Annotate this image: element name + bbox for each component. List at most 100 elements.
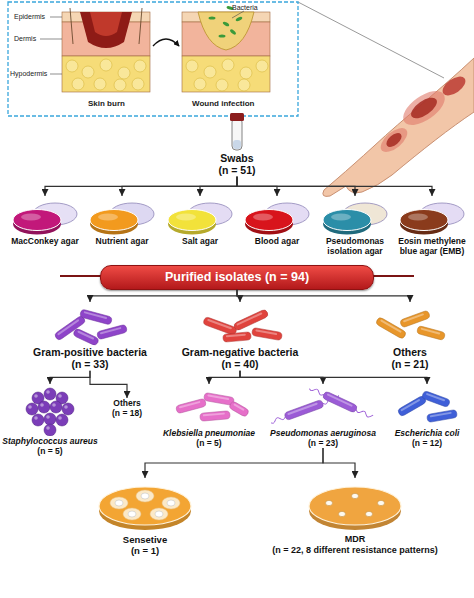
- node-art: [207, 112, 267, 152]
- coccus: [38, 401, 50, 413]
- antibiotic-disk: [352, 493, 359, 498]
- node-count: (n = 23): [264, 438, 382, 448]
- culture-plate: Nutrient agar: [85, 196, 159, 246]
- node-count: (n = 5): [2, 446, 98, 456]
- node-count: (n = 18): [100, 408, 154, 418]
- node-art: [165, 302, 315, 346]
- bacterium-rod: [416, 326, 445, 341]
- flagellum: [356, 408, 374, 419]
- bacterium: [203, 316, 238, 335]
- flow-connector: [90, 290, 237, 302]
- fat-cell: [94, 78, 106, 90]
- flow-connector: [209, 371, 240, 384]
- inhibition-zone: [150, 508, 168, 520]
- flow-connector: [45, 177, 237, 196]
- fat-cell: [134, 60, 146, 72]
- fat-cell: [66, 60, 78, 72]
- node-count: (n = 33): [20, 358, 160, 370]
- node-name: Klebsiella pneumoniae: [155, 428, 263, 438]
- antibiotic-disk: [141, 493, 149, 499]
- hypodermis-layer: [62, 56, 150, 92]
- node-count: (n = 1): [80, 545, 210, 556]
- agar-shine: [98, 214, 118, 221]
- node-art: [85, 196, 159, 236]
- bacterium: [233, 309, 269, 331]
- culture-plate: MacConkey agar: [8, 196, 82, 246]
- node-count: (n = 22, 8 different resistance patterns…: [250, 545, 460, 556]
- node-name: Others: [100, 398, 154, 408]
- bacterium-rod: [200, 411, 231, 422]
- coccus-shine: [52, 403, 56, 407]
- bacterium-dot: [235, 16, 243, 22]
- coccus: [26, 403, 38, 415]
- species-group: Pseudomonas aeruginosa(n = 23): [264, 384, 382, 448]
- banner-text: Purified isolates (n = 94): [107, 270, 367, 285]
- burn-mark: [384, 130, 404, 149]
- node-name: MDR: [250, 534, 460, 545]
- inset-frame: [8, 2, 298, 116]
- inhibition-zone: [110, 497, 128, 509]
- inhibition-zone: [162, 497, 180, 509]
- bacterium: [80, 309, 113, 325]
- result-plate: MDR(n = 22, 8 different resistance patte…: [250, 478, 460, 555]
- flow-connector: [122, 177, 237, 196]
- agar-surface: [168, 210, 216, 231]
- isolates-banner: Purified isolates (n = 94): [100, 265, 374, 290]
- node-art: [250, 478, 460, 534]
- node-art: [80, 478, 210, 534]
- agar-shine: [408, 214, 428, 221]
- bacteria-leader: [232, 11, 244, 18]
- progression-arrow: [153, 39, 179, 46]
- bacterium-shine: [77, 330, 94, 339]
- bacteria-group: Gram-negative bacteria(n = 40): [165, 302, 315, 371]
- bacterium: [308, 384, 374, 420]
- bacterium-dot: [209, 16, 216, 19]
- species-group: Others(n = 18): [100, 398, 154, 418]
- flow-connector: [90, 371, 127, 398]
- node-art: [384, 384, 470, 428]
- coccus-shine: [34, 394, 38, 398]
- node-art: [240, 196, 314, 236]
- bacterium-shine: [84, 311, 108, 319]
- bacterium-shine: [327, 393, 353, 407]
- culture-plate: Salt agar: [163, 196, 237, 246]
- agar-shine: [253, 214, 273, 221]
- hair: [139, 8, 142, 44]
- bacterium-dot: [219, 34, 226, 37]
- burn-area: [80, 12, 132, 48]
- bacterium: [416, 326, 445, 341]
- node-name: Sensetive: [80, 534, 210, 545]
- bacterium: [421, 390, 450, 407]
- fat-cell: [132, 78, 144, 90]
- antibiotic-disk: [339, 511, 346, 516]
- coccus-shine: [58, 394, 62, 398]
- flow-connector: [240, 371, 427, 384]
- burn-mark: [408, 94, 441, 123]
- node-art: [318, 196, 392, 236]
- coccus: [44, 388, 56, 400]
- swab-medium: [233, 140, 241, 149]
- bacterium-rod: [427, 409, 458, 422]
- layer-label: Epidermis: [14, 13, 45, 20]
- agar-surface: [309, 487, 401, 525]
- bacterium-shine: [380, 319, 402, 333]
- bacterium-shine: [421, 328, 441, 335]
- bacterium-rod: [80, 309, 113, 325]
- bacterium: [228, 401, 249, 418]
- bacterium-shine: [207, 319, 232, 330]
- coccus: [44, 413, 56, 425]
- wound-area: [198, 12, 254, 50]
- node-art: [2, 384, 98, 436]
- culture-plate: Eosin methylene blue agar (EMB): [395, 196, 469, 256]
- bacterium-shine: [179, 401, 201, 409]
- coccus: [44, 424, 56, 436]
- bacterium-rod: [73, 328, 100, 346]
- flow-connector: [50, 371, 90, 384]
- burn-mark: [439, 73, 468, 99]
- coccus: [32, 414, 44, 426]
- bacterium-rod: [204, 392, 235, 405]
- node-name: Blood agar: [240, 236, 314, 246]
